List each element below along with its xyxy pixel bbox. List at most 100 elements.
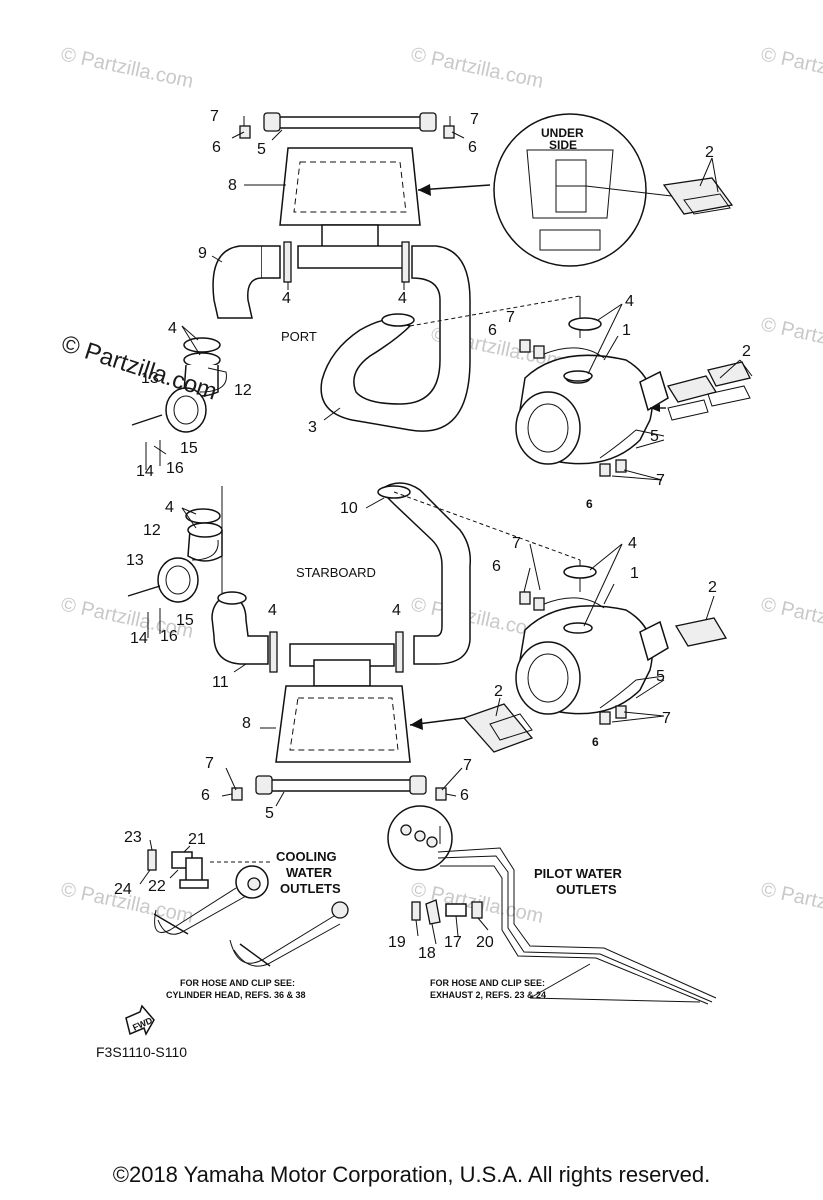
callout-number: 7 <box>656 472 665 489</box>
callout-number: 22 <box>148 878 166 895</box>
callout-number: 6 <box>201 787 210 804</box>
pad-part <box>666 361 751 421</box>
callout-number: 4 <box>165 499 174 516</box>
flame-arrester-part <box>165 367 227 433</box>
callout-number: 20 <box>476 934 494 951</box>
strap-part <box>255 775 427 795</box>
callout-number: 6 <box>586 497 593 511</box>
callout-number: 5 <box>265 805 274 822</box>
callout-number: 21 <box>188 831 206 848</box>
callout-number: 2 <box>705 144 714 161</box>
clip-part <box>239 116 455 139</box>
flame-arrester-part <box>157 539 219 603</box>
air-filter-part <box>515 565 669 715</box>
underside-label: UNDER <box>541 126 584 140</box>
hose-clip-note: EXHAUST 2, REFS. 23 & 24 <box>430 990 546 1000</box>
callout-number: 7 <box>210 108 219 125</box>
starboard-label: STARBOARD <box>296 565 376 580</box>
hose-part <box>320 245 471 432</box>
underside-detail <box>493 113 647 267</box>
hose-clip-note: FOR HOSE AND CLIP SEE: <box>430 978 545 988</box>
callout-number: 7 <box>470 111 479 128</box>
cooling-fitting-part <box>147 849 349 967</box>
diagram-code: F3S1110-S110 <box>96 1044 187 1060</box>
watermark: © Partzilla.com <box>759 43 823 93</box>
callout-number: 14 <box>130 630 148 647</box>
callout-number: 16 <box>160 628 178 645</box>
callout-number: 4 <box>282 290 291 307</box>
callout-number: 4 <box>398 290 407 307</box>
callout-number: 24 <box>114 881 132 898</box>
callout-number: 15 <box>176 612 194 629</box>
watermark: © Partzilla.com <box>59 43 195 93</box>
callout-number: 4 <box>268 602 277 619</box>
callout-number: 1 <box>622 322 631 339</box>
callout-number: 1 <box>630 565 639 582</box>
callout-number: 7 <box>205 755 214 772</box>
callout-number: 2 <box>494 683 503 700</box>
callout-number: 4 <box>168 320 177 337</box>
clamp-part <box>269 631 404 673</box>
underside-label: SIDE <box>549 138 577 152</box>
callout-number: 13 <box>126 552 144 569</box>
callout-number: 5 <box>257 141 266 158</box>
callout-number: 11 <box>212 674 229 691</box>
callout-number: 15 <box>180 440 198 457</box>
hose-clip-note: FOR HOSE AND CLIP SEE: <box>180 978 295 988</box>
watermark: © Partzilla.com <box>759 593 823 643</box>
clamp-part <box>183 337 221 397</box>
callout-number: 13 <box>141 370 159 387</box>
watermark: © Partzilla.com <box>409 43 545 93</box>
callout-number: 7 <box>506 309 515 326</box>
hose-part <box>211 591 269 665</box>
airbox-part <box>279 147 421 269</box>
pilot-water-part <box>387 805 717 1005</box>
callout-number: 8 <box>242 715 251 732</box>
pilot-outlets-label: OUTLETS <box>556 882 617 897</box>
cooling-outlets-label: OUTLETS <box>280 881 341 896</box>
port-label: PORT <box>281 329 317 344</box>
callout-number: 5 <box>656 668 665 685</box>
callout-number: 6 <box>468 139 477 156</box>
hose-part <box>377 482 472 665</box>
pad-part <box>674 617 728 647</box>
cooling-outlets-label: COOLING <box>276 849 337 864</box>
pad-part <box>662 177 734 215</box>
callout-number: 3 <box>308 419 317 436</box>
air-filter-part <box>515 354 669 465</box>
callout-number: 12 <box>143 522 161 539</box>
callout-number: 5 <box>650 428 659 445</box>
callout-number: 2 <box>742 343 751 360</box>
callout-number: 8 <box>228 177 237 194</box>
callout-number: 17 <box>444 934 462 951</box>
watermark: © Partzilla.com <box>759 313 823 363</box>
callout-number: 4 <box>628 535 637 552</box>
callout-number: 7 <box>662 710 671 727</box>
callout-number: 2 <box>708 579 717 596</box>
callout-number: 6 <box>488 322 497 339</box>
callout-number: 18 <box>418 945 436 962</box>
watermark: © Partzilla.com <box>759 878 823 928</box>
clamp-part <box>563 317 602 382</box>
pad-part <box>462 703 534 753</box>
callout-layer: 7 6 5 7 6 8 2 9 4 4 4 4 6 7 1 2 13 12 15… <box>114 108 751 962</box>
strap-part <box>263 112 437 132</box>
hose-part <box>212 245 281 319</box>
leader-lines <box>139 129 665 945</box>
callout-number: 14 <box>136 463 154 480</box>
callout-number: 6 <box>492 558 501 575</box>
fwd-arrow-icon <box>125 1004 155 1036</box>
callout-number: 4 <box>625 293 634 310</box>
callout-number: 6 <box>460 787 469 804</box>
cooling-outlets-label: WATER <box>286 865 333 880</box>
callout-number: 6 <box>212 139 221 156</box>
clamp-part <box>185 508 223 562</box>
callout-number: 10 <box>340 500 358 517</box>
callout-number: 7 <box>463 757 472 774</box>
copyright-text: ©2018 Yamaha Motor Corporation, U.S.A. A… <box>112 1162 711 1187</box>
callout-number: 9 <box>198 245 207 262</box>
callout-number: 12 <box>234 382 252 399</box>
hose-clip-note: CYLINDER HEAD, REFS. 36 & 38 <box>166 990 306 1000</box>
callout-number: 4 <box>392 602 401 619</box>
airbox-part <box>275 643 411 763</box>
